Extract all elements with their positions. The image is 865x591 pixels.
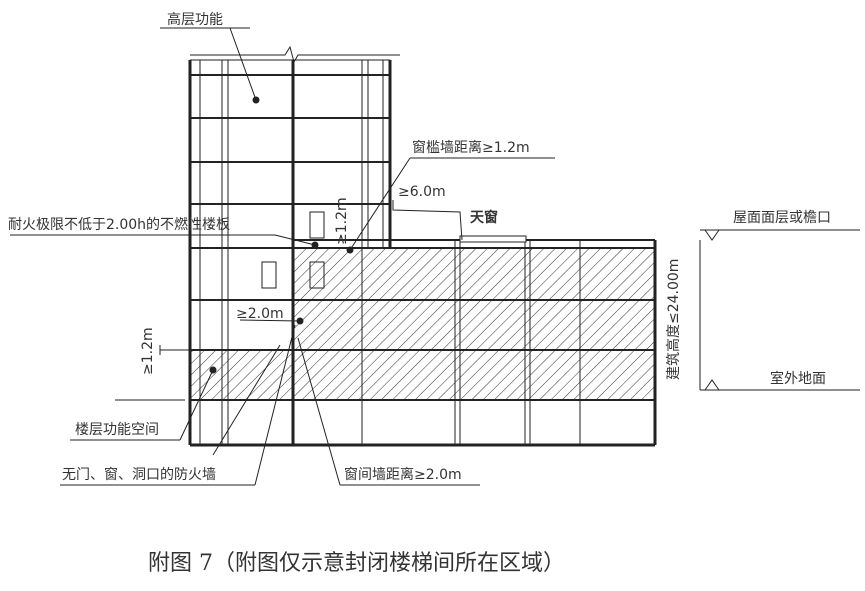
- label-floor-space: 楼层功能空间: [75, 422, 159, 438]
- tower-frame: [188, 45, 400, 445]
- label-window-wall: 窗间墙距离≥2.0m: [344, 466, 462, 483]
- leader-lines: [10, 27, 860, 486]
- figure-caption: 附图 7（附图仅示意封闭楼梯间所在区域）: [148, 551, 565, 576]
- label-high-rise-function: 高层功能: [167, 11, 223, 28]
- label-firewall: 无门、窗、洞口的防火墙: [62, 466, 216, 483]
- label-building-height: 建筑高度≤24.00m: [665, 259, 682, 380]
- label-roof-level: 屋面面层或檐口: [733, 210, 831, 226]
- label-fire-floor: 耐火极限不低于2.00h的不燃性楼板: [8, 216, 230, 233]
- label-dim-2-0: ≥2.0m: [236, 306, 284, 322]
- windows: [261, 211, 325, 289]
- podium-frame: [293, 235, 657, 445]
- tower-floors: [190, 74, 655, 447]
- label-outdoor-ground: 室外地面: [770, 370, 826, 387]
- label-dim-1-2-upper: ≥1.2m: [334, 197, 350, 245]
- label-skylight: 天窗: [470, 209, 498, 226]
- label-sill-wall: 窗槛墙距离≥1.2m: [412, 139, 530, 156]
- label-dist-6: ≥6.0m: [398, 184, 446, 200]
- stair-zone-podium: [293, 248, 655, 400]
- stair-zone-tower: [190, 350, 293, 400]
- skylight: [459, 235, 527, 243]
- label-dim-1-2-left: ≥1.2m: [140, 327, 156, 375]
